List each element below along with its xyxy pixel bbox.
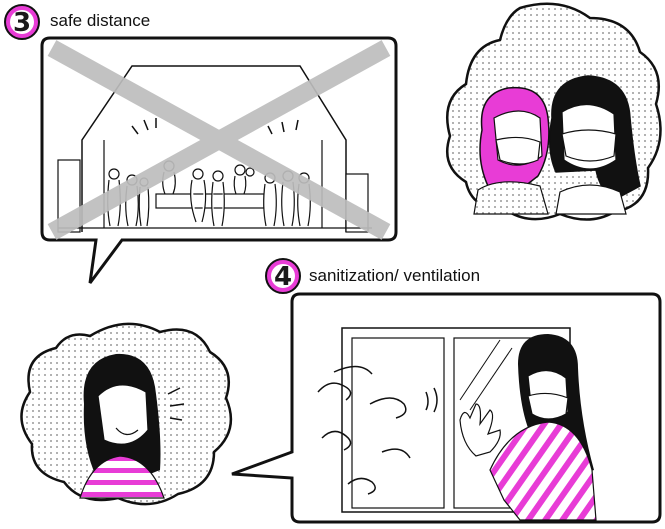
smiling-girl-thought-bubble [20,322,233,506]
step-4-number: 4 [274,262,292,292]
crossed-out-crowd-illustration [47,40,391,240]
ventilation-panel [231,292,662,524]
step-4-header: 4 sanitization/ ventilation [265,258,480,294]
step-4-label: sanitization/ ventilation [309,266,480,285]
open-window-illustration [317,327,597,521]
step-3-number: 3 [13,8,31,38]
step-3-label: safe distance [50,11,150,30]
step-3-header: 3 safe distance [4,4,150,40]
masked-friends-thought-bubble [446,2,662,221]
safe-distance-panel [40,36,398,284]
